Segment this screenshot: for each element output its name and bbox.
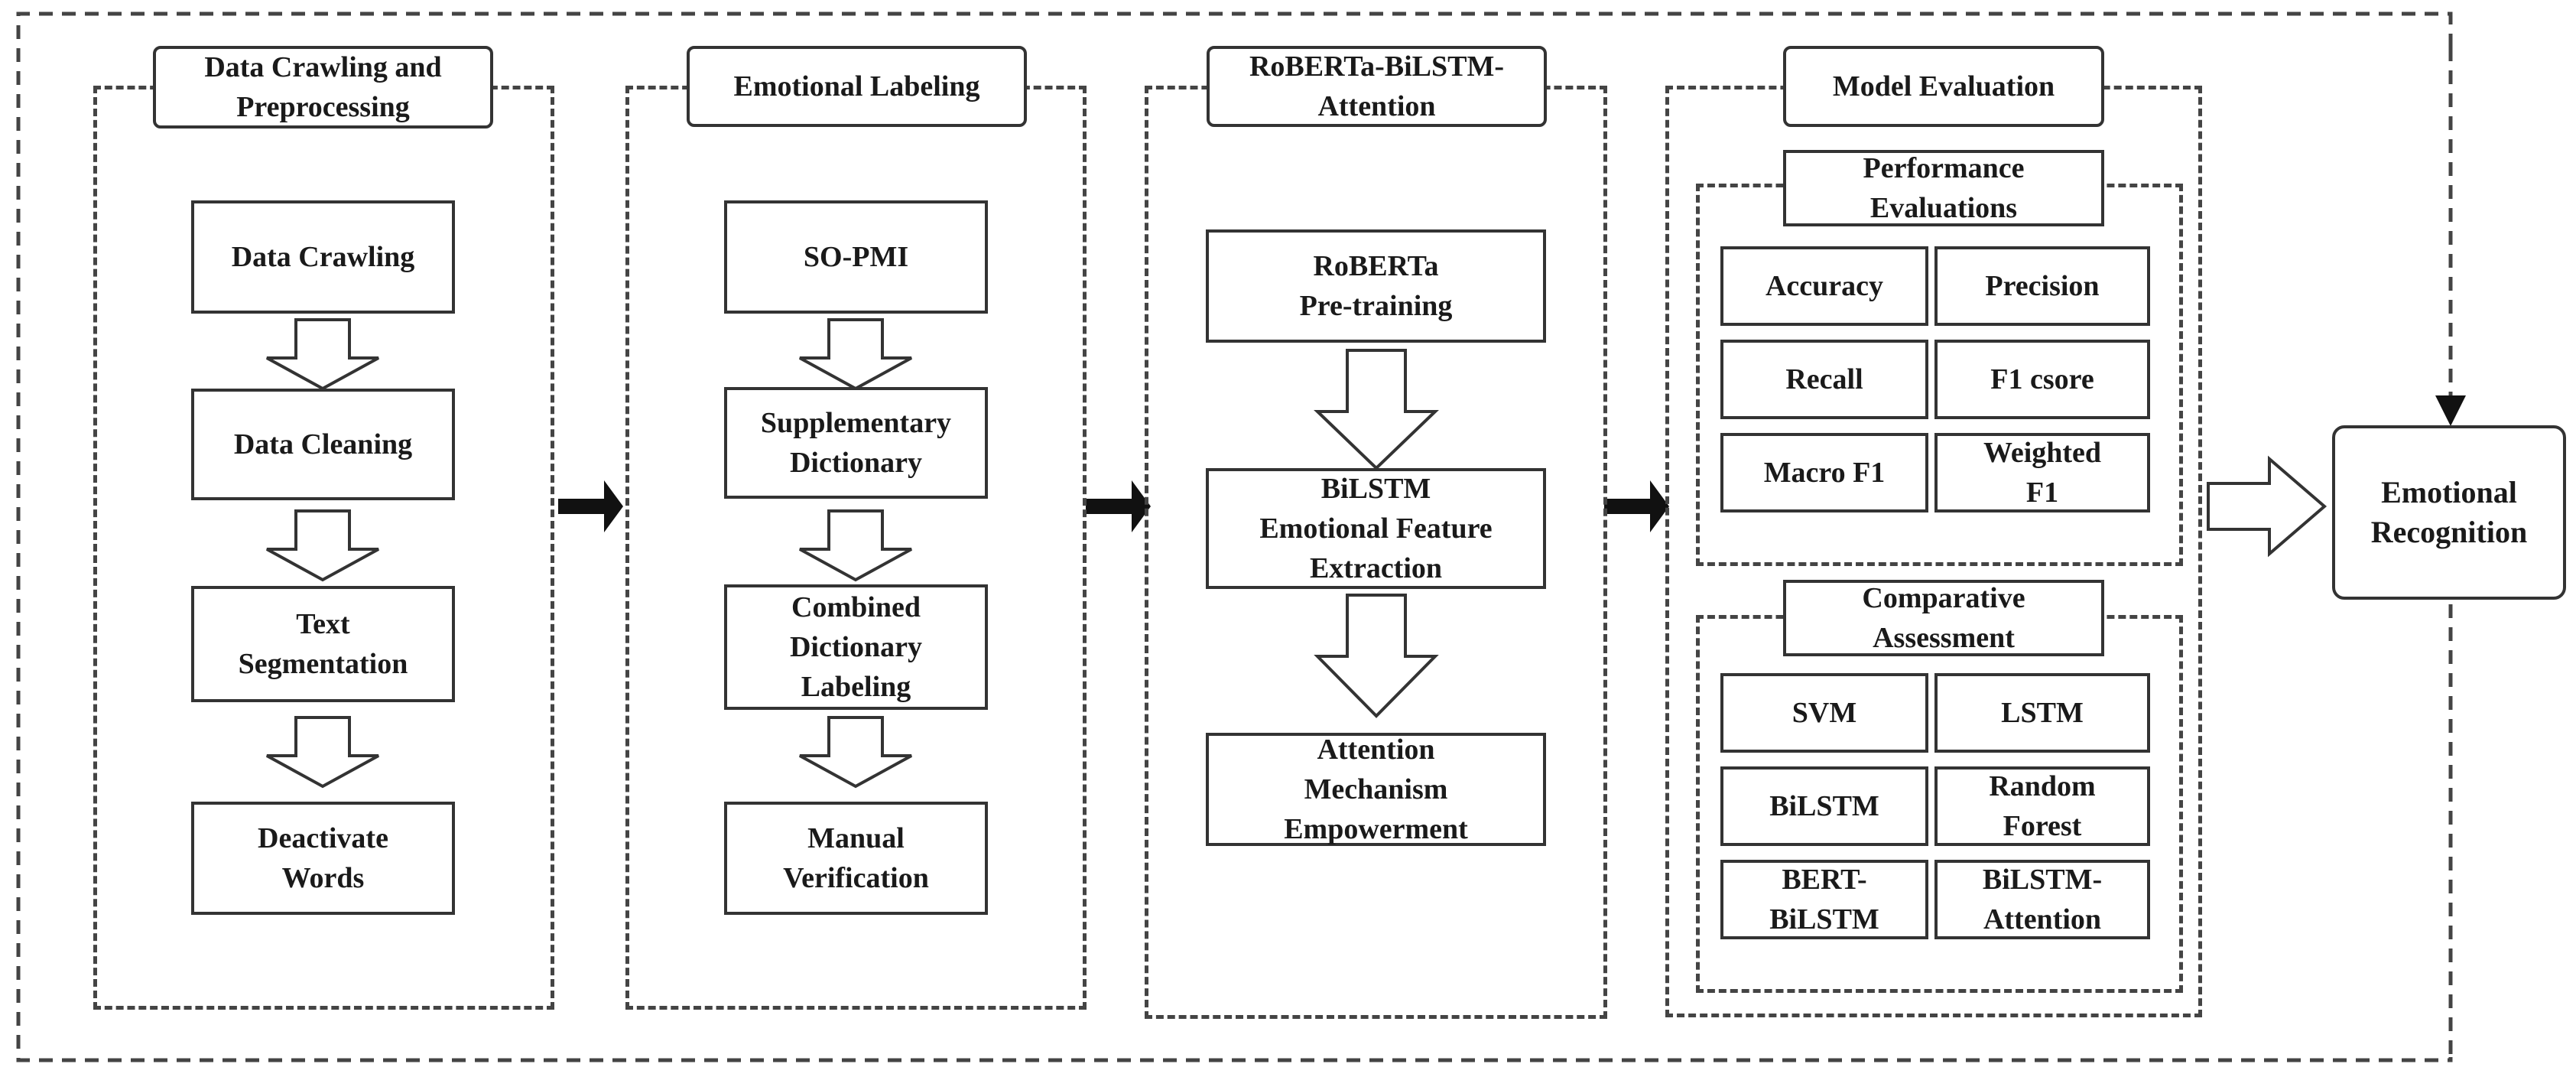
- arrow-stage-2-3: [1086, 480, 1151, 532]
- model-svm: SVM: [1720, 673, 1928, 753]
- step-text-segmentation: Text Segmentation: [191, 586, 455, 702]
- step-deactivate-words: Deactivate Words: [191, 802, 455, 915]
- metric-macro-f1: Macro F1: [1720, 433, 1928, 512]
- step-supplementary-dictionary: Supplementary Dictionary: [724, 387, 988, 499]
- hollow-arrow: [1314, 349, 1439, 470]
- step-attention-mechanism: Attention Mechanism Empowerment: [1206, 733, 1546, 846]
- model-lstm: LSTM: [1934, 673, 2150, 753]
- metric-accuracy: Accuracy: [1720, 246, 1928, 326]
- metric-precision: Precision: [1934, 246, 2150, 326]
- comparative-group-title: Comparative Assessment: [1783, 580, 2104, 656]
- hollow-arrow: [266, 509, 379, 582]
- model-bert-bilstm: BERT- BiLSTM: [1720, 860, 1928, 939]
- stage-3-title: RoBERTa-BiLSTM- Attention: [1207, 46, 1547, 127]
- step-so-pmi: SO-PMI: [724, 200, 988, 314]
- hollow-arrow-to-output: [2207, 455, 2327, 558]
- step-data-crawling: Data Crawling: [191, 200, 455, 314]
- hollow-arrow: [799, 509, 912, 582]
- stage-2-title: Emotional Labeling: [687, 46, 1027, 127]
- stage-1-title: Data Crawling and Preprocessing: [153, 46, 493, 129]
- step-roberta-pretraining: RoBERTa Pre-training: [1206, 229, 1546, 343]
- metric-f1-score: F1 csore: [1934, 340, 2150, 419]
- arrow-stage-1-2: [558, 480, 623, 532]
- model-bilstm-attention: BiLSTM- Attention: [1934, 860, 2150, 939]
- hollow-arrow: [799, 318, 912, 391]
- stage-4-title: Model Evaluation: [1783, 46, 2104, 127]
- metric-recall: Recall: [1720, 340, 1928, 419]
- step-manual-verification: Manual Verification: [724, 802, 988, 915]
- step-data-cleaning: Data Cleaning: [191, 389, 455, 500]
- hollow-arrow: [799, 716, 912, 789]
- performance-group-title: Performance Evaluations: [1783, 150, 2104, 226]
- model-random-forest: Random Forest: [1934, 766, 2150, 846]
- step-combined-dictionary-labeling: Combined Dictionary Labeling: [724, 584, 988, 710]
- arrow-stage-3-4: [1604, 480, 1669, 532]
- metric-weighted-f1: Weighted F1: [1934, 433, 2150, 512]
- hollow-arrow: [1314, 594, 1439, 718]
- step-bilstm-feature-extraction: BiLSTM Emotional Feature Extraction: [1206, 468, 1546, 589]
- outer-frame: [16, 11, 2453, 1062]
- hollow-arrow: [266, 318, 379, 391]
- hollow-arrow: [266, 716, 379, 789]
- model-bilstm: BiLSTM: [1720, 766, 1928, 846]
- emotional-recognition-output: Emotional Recognition: [2332, 425, 2566, 600]
